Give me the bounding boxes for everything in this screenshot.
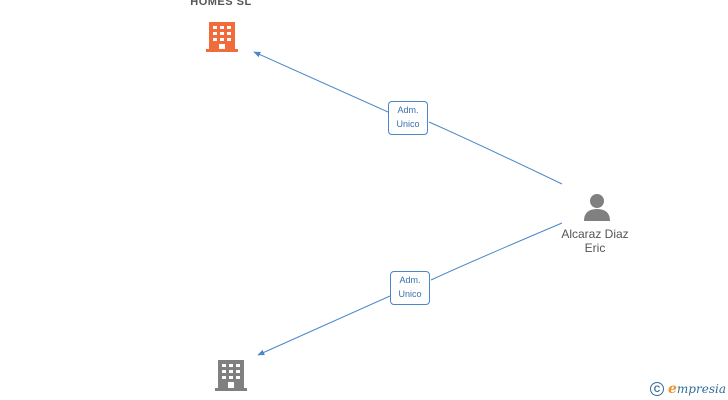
relation-label-line1: Adm. xyxy=(399,275,421,285)
person-name-line2: Eric xyxy=(584,241,606,255)
edge-person-to-company-top-head xyxy=(253,51,389,113)
relation-label-line2: Unico xyxy=(396,119,420,129)
edge-person-to-company-top xyxy=(428,121,563,185)
brand-first-letter: e xyxy=(668,381,677,397)
relation-label-line1: Adm. xyxy=(397,105,419,115)
person-icon[interactable] xyxy=(582,192,612,227)
brand-name: empresia xyxy=(668,381,726,397)
relation-label-line2: Unico xyxy=(398,289,422,299)
person-name-line1: Alcaraz Diaz xyxy=(561,227,629,241)
relation-label[interactable]: Adm. Unico xyxy=(390,271,430,305)
edge-person-to-company-bottom xyxy=(430,222,563,281)
building-icon[interactable] xyxy=(205,19,239,58)
building-icon[interactable] xyxy=(214,357,248,398)
copyright-icon: C xyxy=(650,382,664,396)
company-name-top[interactable]: HOMES SL xyxy=(190,0,252,8)
person-name[interactable]: Alcaraz Diaz Eric xyxy=(545,227,645,255)
edge-person-to-company-bottom-head xyxy=(257,295,391,356)
brand-rest: mpresia xyxy=(676,382,726,396)
brand-logo: C empresia xyxy=(650,380,726,398)
relation-label[interactable]: Adm. Unico xyxy=(388,101,428,135)
